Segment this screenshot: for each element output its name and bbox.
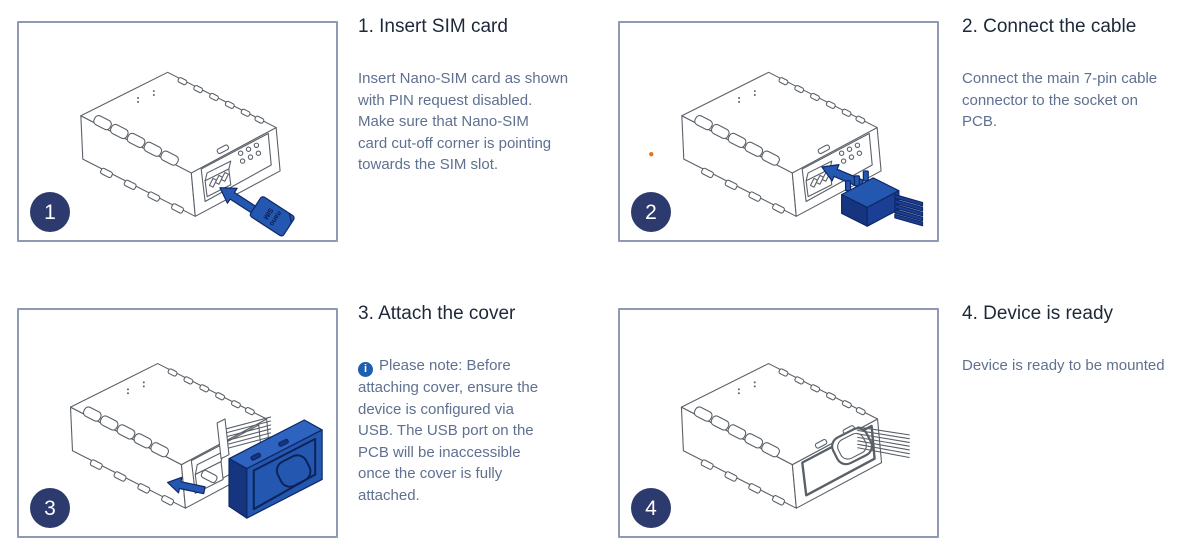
back-edge-ticks bbox=[177, 77, 265, 124]
step-4-text: 4. Device is ready Device is ready to be… bbox=[962, 300, 1200, 377]
cable-wire-comb bbox=[216, 416, 272, 460]
attached-cover-front bbox=[801, 424, 910, 497]
step-2-description: Connect the main 7-pin cable connector t… bbox=[962, 70, 1158, 130]
step-2-title: 2. Connect the cable bbox=[962, 16, 1137, 37]
step-3-note: Please note: Before attaching cover, ens… bbox=[358, 357, 539, 504]
step-number-badge: 1 bbox=[30, 192, 70, 232]
nano-sim-card-graphic: nano SIM bbox=[249, 196, 295, 237]
info-icon: i bbox=[358, 362, 373, 378]
step-1-description: Insert Nano-SIM card as shown with PIN r… bbox=[358, 70, 569, 173]
step-2-figure-panel: 2 bbox=[618, 21, 939, 242]
step-3-title: 3. Attach the cover bbox=[358, 303, 516, 324]
step-4-title: 4. Device is ready bbox=[962, 303, 1114, 324]
pin-holes bbox=[838, 142, 863, 164]
sim-slot-connector bbox=[204, 160, 232, 198]
step-number-badge: 3 bbox=[30, 488, 70, 528]
sim-cutoff-corner bbox=[288, 213, 293, 224]
device-illustration-cover-attach bbox=[69, 363, 323, 519]
step-1-figure-panel: nano SIM 1 bbox=[17, 21, 338, 242]
device-illustration-assembled bbox=[680, 363, 910, 509]
front-recess bbox=[200, 132, 272, 203]
cable-connector-plug-graphic bbox=[841, 170, 924, 227]
bottom-bumps bbox=[100, 167, 184, 214]
step-number-badge: 2 bbox=[631, 192, 671, 232]
step-number-badge: 4 bbox=[631, 488, 671, 528]
step-1-title: 1. Insert SIM card bbox=[358, 16, 508, 37]
device-illustration-sim-insert: nano SIM bbox=[80, 71, 295, 237]
cover-graphic bbox=[228, 419, 323, 519]
device-body bbox=[680, 363, 910, 509]
top-slot bbox=[216, 144, 230, 155]
top-notches bbox=[93, 115, 179, 166]
device-body bbox=[69, 363, 272, 509]
status-indicator-dot bbox=[649, 152, 654, 157]
step-2-text: 2. Connect the cable Connect the main 7-… bbox=[962, 13, 1200, 133]
step-1-text: 1. Insert SIM card Insert Nano-SIM card … bbox=[358, 13, 600, 176]
pin-holes bbox=[237, 142, 262, 164]
step-4-description: Device is ready to be mounted bbox=[962, 357, 1165, 374]
device-illustration-cable-connect bbox=[649, 71, 924, 227]
attach-arrow-icon bbox=[166, 476, 206, 495]
usb-port bbox=[194, 451, 224, 493]
cable-wires-out bbox=[857, 426, 910, 459]
device-body bbox=[80, 71, 281, 217]
step-3-figure-panel: 3 bbox=[17, 308, 338, 538]
step-4-figure-panel: 4 bbox=[618, 308, 939, 538]
connector-wire-fins bbox=[894, 194, 924, 227]
top-dots bbox=[137, 90, 155, 103]
